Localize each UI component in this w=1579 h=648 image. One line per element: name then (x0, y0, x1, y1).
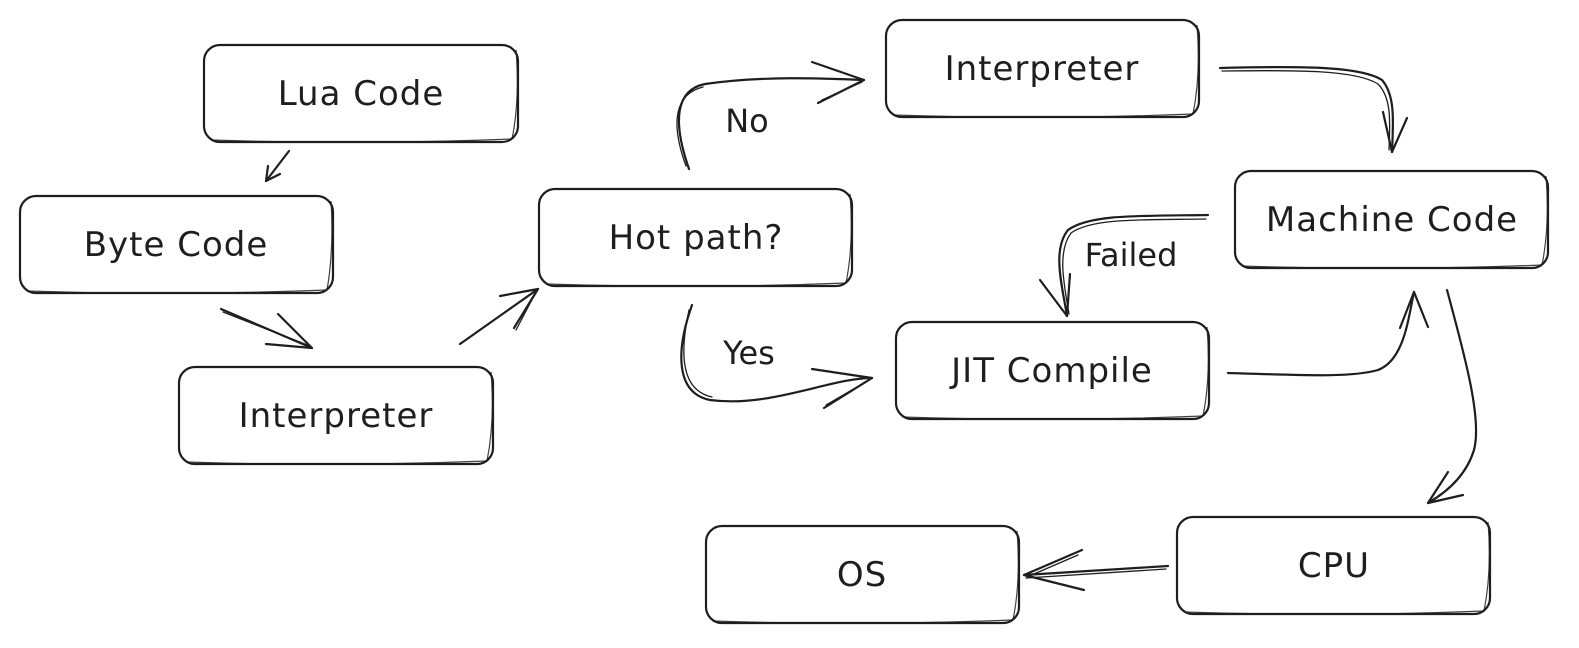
node-jit-compile-label: JIT Compile (949, 351, 1153, 391)
edge-label-yes: Yes (722, 334, 775, 372)
edge-bytecode-to-interpreter (219, 307, 314, 350)
edge-label-no: No (725, 102, 769, 140)
node-interpreter-first-label: Interpreter (239, 396, 434, 436)
node-jit-compile[interactable]: JIT Compile (894, 320, 1211, 421)
node-lua-code[interactable]: Lua Code (202, 43, 520, 144)
edge-interpreter-to-hotpath (458, 287, 540, 346)
node-hot-path-label: Hot path? (609, 218, 784, 258)
edge-machinecode-to-jit-failed: Failed (1038, 213, 1210, 318)
node-byte-code[interactable]: Byte Code (18, 194, 335, 295)
node-cpu-label: CPU (1298, 546, 1370, 586)
edge-jit-to-machinecode (1226, 290, 1430, 377)
node-os-label: OS (837, 555, 887, 595)
edge-cpu-to-os (1022, 548, 1170, 592)
edge-lua-to-bytecode (264, 149, 291, 183)
edge-label-failed: Failed (1085, 236, 1178, 274)
edge-hotpath-to-interpreter-no: No (676, 60, 866, 171)
node-interpreter-second-label: Interpreter (945, 49, 1140, 89)
node-interpreter-first[interactable]: Interpreter (177, 365, 495, 466)
node-machine-code-label: Machine Code (1266, 200, 1518, 240)
edge-interpreter-to-machinecode (1218, 65, 1409, 154)
node-byte-code-label: Byte Code (84, 225, 269, 265)
node-cpu[interactable]: CPU (1175, 515, 1492, 616)
node-lua-code-label: Lua Code (278, 74, 445, 114)
node-machine-code[interactable]: Machine Code (1233, 169, 1550, 270)
node-hot-path[interactable]: Hot path? (537, 187, 854, 288)
edge-hotpath-to-jit-yes: Yes (680, 303, 874, 410)
edge-machinecode-to-cpu (1426, 288, 1478, 505)
node-os[interactable]: OS (704, 524, 1021, 625)
node-interpreter-second[interactable]: Interpreter (884, 18, 1201, 119)
